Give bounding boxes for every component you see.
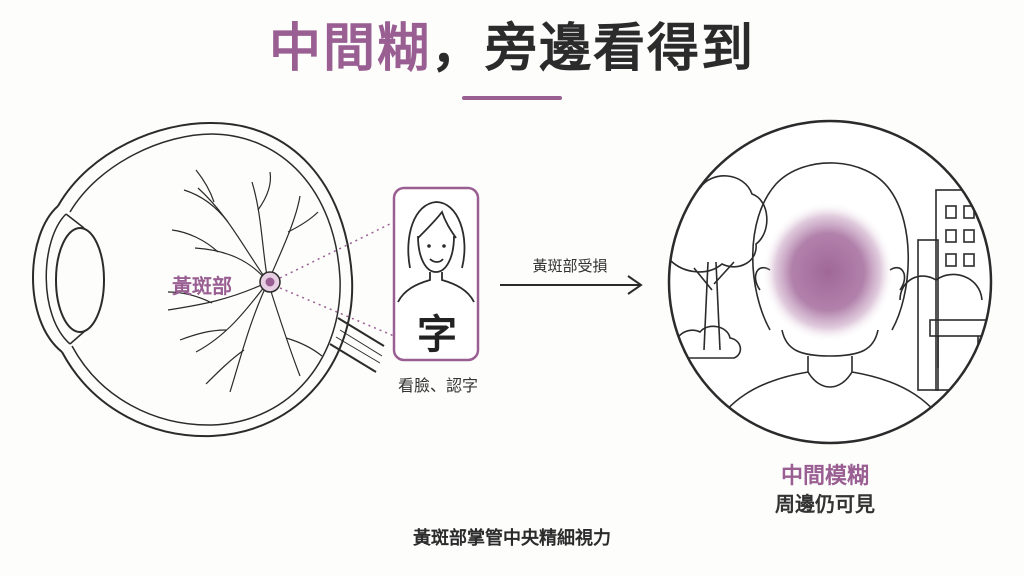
macula-label: 黃斑部	[172, 274, 232, 298]
outcome-title: 中間模糊	[780, 464, 869, 489]
damage-arrow	[500, 275, 643, 295]
function-caption: 看臉、認字	[397, 376, 478, 395]
footer-caption: 黃斑部掌管中央精細視力	[413, 528, 611, 549]
title-underline	[462, 96, 562, 100]
tree-icon	[669, 175, 768, 359]
retinal-vessels	[167, 169, 323, 393]
character-glyph: 字	[417, 312, 457, 358]
optic-nerve	[337, 317, 385, 347]
title-comma: ，	[430, 19, 485, 79]
eye-outer-wall	[57, 121, 354, 438]
cornea	[32, 205, 63, 353]
damage-label: 黃斑部受損	[532, 257, 608, 275]
eye-diagram	[32, 121, 385, 438]
person-portrait	[397, 201, 475, 303]
lens	[55, 227, 105, 333]
central-blur	[762, 202, 894, 342]
function-card	[392, 186, 480, 362]
outcome-subtitle: 周邊仍可見	[775, 492, 875, 516]
title-rest: 旁邊看得到	[485, 19, 756, 79]
title-highlight: 中間糊	[268, 19, 431, 79]
connector-bottom	[279, 287, 395, 337]
page-title: 中間糊，旁邊看得到	[0, 14, 1024, 84]
eye-inner-wall	[69, 133, 341, 426]
